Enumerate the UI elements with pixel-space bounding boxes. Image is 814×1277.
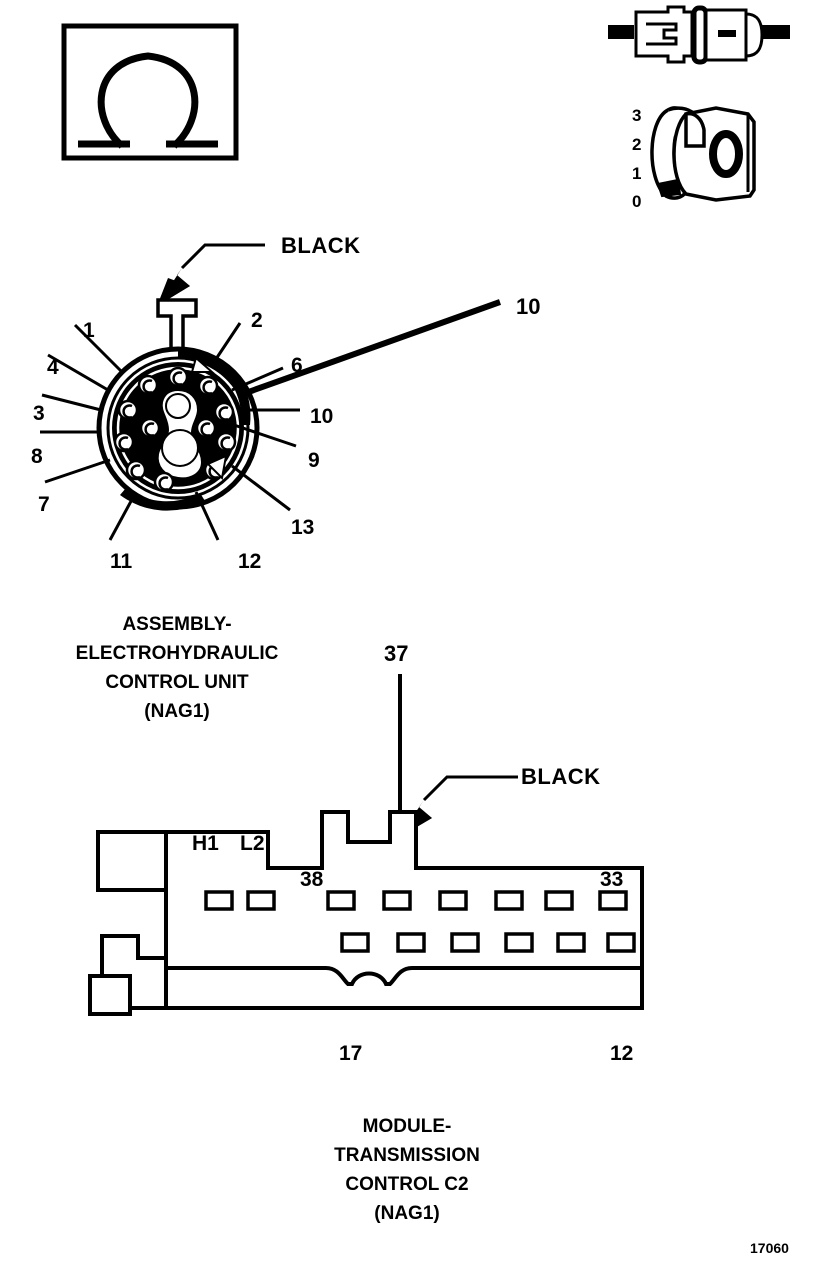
caption-line-3: CONTROL C2 [345, 1174, 469, 1195]
cavity-label-38: 38 [300, 868, 324, 891]
pin-callout-3: 3 [33, 402, 45, 425]
pin-callout-2: 2 [251, 309, 263, 332]
pin-callout-13: 13 [291, 516, 315, 539]
pin-callout-8: 8 [31, 445, 43, 468]
black-label-round: BLACK [281, 233, 361, 258]
black-label-rect: BLACK [521, 764, 601, 789]
rect-connector-caption: MODULE- TRANSMISSION CONTROL C2 (NAG1) [0, 1112, 814, 1228]
keyed-scale-label-1: 1 [632, 164, 642, 183]
highlight-leader-pin-10 [238, 299, 502, 398]
connector-left-latch [88, 934, 168, 1016]
ohm-glyph [78, 52, 218, 149]
highlight-pin-label-10: 10 [516, 294, 541, 319]
pin-callout-11: 11 [110, 550, 133, 573]
figure-id-label: 17060 [750, 1240, 789, 1256]
caption-line-1: MODULE- [362, 1116, 452, 1137]
connector-latch-tower [320, 810, 418, 868]
caption-line-4: (NAG1) [374, 1203, 440, 1224]
pin-leader-lines [40, 322, 300, 541]
keyed-connector-icon [630, 100, 780, 210]
highlight-pin-label-37: 37 [384, 641, 409, 666]
pin-callout-10: 10 [310, 405, 334, 428]
caption-line-4: (NAG1) [144, 701, 210, 722]
round-connector-caption: ASSEMBLY- ELECTROHYDRAULIC CONTROL UNIT … [0, 610, 584, 726]
keyed-scale-label-0: 0 [632, 192, 642, 211]
cavity-label-12: 12 [610, 1042, 634, 1065]
rect-connector-group [88, 636, 690, 1056]
caption-line-2: ELECTROHYDRAULIC [75, 643, 279, 664]
cavity-row-top [204, 890, 628, 911]
pin-callout-6: 6 [291, 354, 303, 377]
caption-line-2: TRANSMISSION [334, 1145, 480, 1166]
pin-callout-1: 1 [83, 319, 95, 342]
keyed-scale-label-3: 3 [632, 106, 642, 125]
keyed-scale-label-2: 2 [632, 135, 642, 154]
cavity-label-17: 17 [339, 1042, 363, 1065]
round-connector-group [0, 220, 560, 590]
pin-callout-7: 7 [38, 493, 50, 516]
connector-bottom-rail [166, 966, 642, 986]
caption-line-1: ASSEMBLY- [122, 614, 232, 635]
pin-callout-12: 12 [238, 550, 262, 573]
pin-callout-9: 9 [308, 449, 320, 472]
terminal-label-h1: H1 [192, 832, 219, 855]
inline-connector-icon [606, 4, 806, 74]
terminal-label-l2: L2 [240, 832, 265, 855]
caption-line-3: CONTROL UNIT [105, 672, 249, 693]
black-callout-round [157, 243, 265, 306]
cavity-row-bottom [340, 932, 636, 953]
pin-callout-4: 4 [47, 356, 59, 379]
ohm-symbol-box [60, 22, 240, 162]
cavity-label-33: 33 [600, 868, 624, 891]
